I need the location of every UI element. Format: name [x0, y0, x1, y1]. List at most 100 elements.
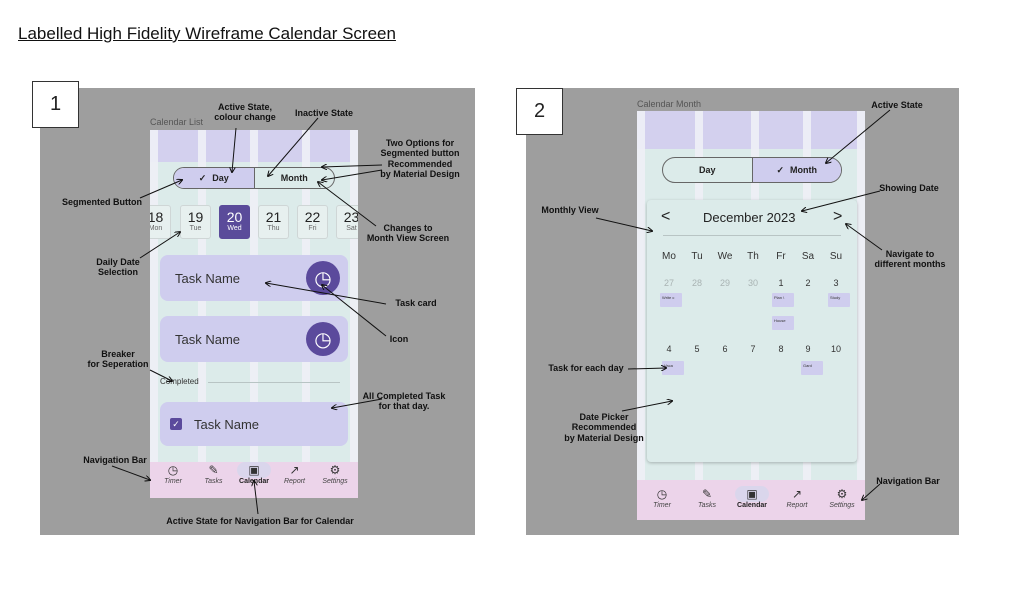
calendar-day[interactable]: 29: [719, 278, 730, 288]
annotation-breaker: Breaker for Seperation: [87, 349, 149, 370]
weekday-header: Su: [829, 251, 843, 262]
nav-label: Tasks: [204, 478, 223, 485]
calendar-day[interactable]: 8: [778, 344, 784, 354]
calendar-icon: ▣: [237, 462, 271, 478]
nav-settings[interactable]: ⚙Settings: [822, 482, 862, 518]
nav-tasks[interactable]: ✎Tasks: [194, 458, 234, 494]
tasks-icon: ✎: [701, 487, 713, 501]
calendar-day[interactable]: 30: [747, 278, 758, 288]
report-icon: ↗: [791, 487, 803, 501]
nav-calendar[interactable]: ▣Calendar: [234, 458, 274, 494]
grid-column: [302, 130, 310, 498]
grid-column: [198, 130, 206, 498]
annotation-active-state: Active State, colour change: [214, 102, 276, 123]
task-name: Task Name: [175, 331, 241, 347]
weekday-header: Mo: [662, 251, 676, 262]
annotation-icon: Icon: [389, 334, 409, 344]
timer-icon: ◷: [167, 463, 179, 477]
nav-label: Settings: [322, 478, 348, 485]
next-month-button[interactable]: >: [833, 208, 843, 225]
completed-label: Completed: [160, 377, 199, 386]
annotation-navigate: Navigate to different months: [874, 249, 946, 270]
task-card[interactable]: Task Name ◷: [160, 255, 348, 301]
segment-month[interactable]: Month: [255, 168, 335, 188]
checkbox[interactable]: ✓: [170, 418, 182, 430]
nav-label: Report: [283, 478, 305, 485]
calendar-day[interactable]: 5: [694, 344, 700, 354]
weekday-header: Sa: [801, 251, 815, 262]
date-number: 22: [304, 209, 321, 225]
nav-report[interactable]: ↗Report: [275, 458, 315, 494]
prev-month-button[interactable]: <: [661, 208, 671, 225]
date-number: 18: [147, 209, 164, 225]
grid-column: [150, 130, 158, 498]
nav-timer[interactable]: ◷Timer: [642, 482, 682, 518]
settings-icon: ⚙: [836, 487, 848, 501]
calendar-day[interactable]: 9: [805, 344, 811, 354]
date-picker: < December 2023 >: [647, 200, 857, 462]
annotation-navigation-bar: Navigation Bar: [83, 455, 147, 465]
segment-day[interactable]: Day: [663, 158, 753, 182]
task-card[interactable]: Task Name ◷: [160, 316, 348, 362]
annotation-segmented-button: Segmented Button: [62, 197, 142, 207]
nav-timer[interactable]: ◷Timer: [153, 458, 193, 494]
calendar-day[interactable]: 3: [833, 278, 839, 288]
nav-report[interactable]: ↗Report: [777, 482, 817, 518]
calendar-day[interactable]: 2: [805, 278, 811, 288]
annotation-task-card: Task card: [395, 298, 437, 308]
screen-label: Calendar Month: [637, 99, 702, 109]
task-chip[interactable]: Write c: [660, 293, 682, 307]
segment-day-label: Day: [212, 173, 229, 183]
calendar-day[interactable]: 4: [666, 344, 672, 354]
annotation-monthly-view: Monthly View: [541, 205, 599, 215]
date-weekday: Sat: [346, 225, 357, 232]
date-weekday: Wed: [227, 225, 242, 232]
completed-task-card[interactable]: ✓ Task Name: [160, 402, 348, 446]
date-weekday: Fri: [308, 225, 317, 232]
check-icon: ✓: [776, 164, 785, 175]
nav-tasks[interactable]: ✎Tasks: [687, 482, 727, 518]
date-weekday: Mon: [148, 225, 163, 232]
task-name: Task Name: [175, 270, 241, 286]
nav-label: Calendar: [239, 478, 269, 485]
calendar-day[interactable]: 6: [722, 344, 728, 354]
screen-label: Calendar List: [150, 117, 204, 127]
annotation-all-completed: All Completed Task for that day.: [362, 391, 446, 412]
timer-icon[interactable]: ◷: [306, 322, 340, 356]
weekday-header: Th: [747, 251, 759, 262]
nav-label: Timer: [653, 502, 671, 509]
segment-month[interactable]: ✓ Month: [752, 158, 841, 182]
task-chip[interactable]: Plan \: [772, 293, 794, 307]
annotation-two-options: Two Options for Segmented button Recomme…: [380, 138, 460, 180]
weekday-header: We: [717, 251, 733, 262]
settings-icon: ⚙: [329, 463, 341, 477]
timer-icon[interactable]: ◷: [306, 261, 340, 295]
task-chip[interactable]: Gard: [801, 361, 823, 375]
date-weekday: Tue: [189, 225, 202, 232]
nav-label: Calendar: [737, 502, 767, 509]
page-title: Labelled High Fidelity Wireframe Calenda…: [18, 24, 396, 43]
calendar-day[interactable]: 28: [691, 278, 702, 288]
calendar-day[interactable]: 7: [750, 344, 756, 354]
calendar-day[interactable]: 10: [830, 344, 841, 354]
date-number: 20: [226, 209, 243, 225]
calendar-day[interactable]: 1: [778, 278, 784, 288]
nav-calendar[interactable]: ▣Calendar: [732, 482, 772, 518]
calendar-day[interactable]: 27: [663, 278, 674, 288]
date-number: 19: [187, 209, 204, 225]
panel-number-1: 1: [32, 81, 79, 128]
grid-column: [250, 130, 258, 498]
task-chip[interactable]: Study: [828, 293, 850, 307]
task-chip[interactable]: House: [772, 316, 794, 330]
annotation-inactive-state: Inactive State: [294, 108, 354, 118]
task-chip[interactable]: Vaca: [662, 361, 684, 375]
annotation-task-each-day: Task for each day: [548, 363, 624, 373]
annotation-daily-date: Daily Date Selection: [96, 257, 140, 278]
panel-number-2: 2: [516, 88, 563, 135]
nav-settings[interactable]: ⚙Settings: [315, 458, 355, 494]
nav-label: Settings: [829, 502, 855, 509]
